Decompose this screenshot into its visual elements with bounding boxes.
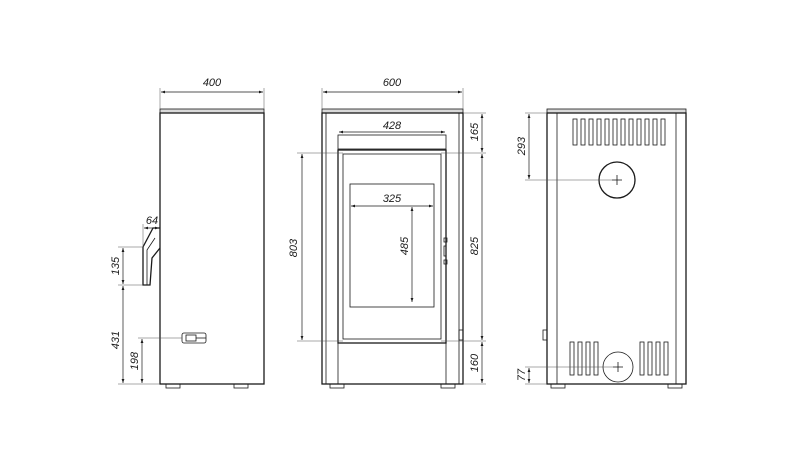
front-door — [337, 149, 447, 344]
front-latch — [443, 245, 447, 257]
side-foot-front — [165, 383, 181, 389]
vent-slot — [569, 341, 575, 376]
front-top-panel — [337, 134, 447, 150]
dim-connection-height: 431 — [110, 331, 122, 349]
vent-slot — [580, 118, 586, 146]
dim-rear-air-inlet: 77 — [516, 368, 528, 381]
dim-door-width: 428 — [383, 120, 402, 132]
vent-slot — [612, 118, 618, 146]
dim-handle-height: 135 — [110, 256, 122, 275]
vent-slot — [647, 341, 653, 376]
vent-slot — [604, 118, 610, 146]
vent-slot — [636, 118, 642, 146]
front-door-inner — [342, 153, 442, 340]
side-air-inlet-slot — [185, 334, 197, 342]
side-door-handle — [142, 227, 161, 286]
dim-glass-width: 325 — [383, 193, 402, 205]
front-hinge-lower — [443, 259, 448, 265]
front-glass — [349, 183, 435, 308]
dim-handle-depth: 64 — [146, 215, 158, 227]
side-door-handle-inner — [146, 237, 156, 285]
dim-side-air-inlet: 198 — [129, 351, 141, 370]
front-foot-right — [440, 383, 456, 389]
side-foot-rear — [233, 383, 249, 389]
dim-glass-height: 485 — [399, 236, 411, 255]
rear-foot-right — [667, 383, 683, 389]
side-body-outline — [159, 112, 265, 385]
dim-side-width: 400 — [203, 77, 222, 89]
vent-slot — [655, 341, 661, 376]
dim-body-height: 825 — [469, 236, 481, 255]
vent-slot — [572, 118, 578, 146]
rear-bottom-vents — [569, 341, 669, 376]
vent-slot — [639, 341, 645, 376]
vent-slot — [577, 341, 583, 376]
rear-side-tab — [542, 329, 548, 341]
dim-door-height: 803 — [288, 238, 300, 257]
vent-slot — [652, 118, 658, 146]
vent-slot — [644, 118, 650, 146]
rear-view: 293 77 — [516, 108, 687, 389]
dim-front-width: 600 — [383, 77, 402, 89]
front-hinge-upper — [443, 237, 448, 243]
side-view: 400 64 135 431 198 — [110, 77, 265, 389]
vent-slot — [585, 341, 591, 376]
dim-flue-height: 293 — [516, 136, 528, 156]
vent-slot — [628, 118, 634, 146]
vent-slot — [596, 118, 602, 146]
dim-bottom-offset: 160 — [469, 353, 481, 372]
front-side-tab — [458, 329, 464, 341]
vent-slot — [663, 341, 669, 376]
rear-top-vents — [572, 118, 666, 146]
front-frame-inner — [325, 112, 460, 385]
dim-top-offset: 165 — [469, 122, 481, 141]
rear-body-outline — [546, 112, 687, 385]
vent-slot — [620, 118, 626, 146]
vent-slot — [593, 341, 599, 376]
vent-slot — [588, 118, 594, 146]
front-view: 600 428 325 485 803 165 825 160 — [288, 77, 486, 389]
rear-foot-left — [550, 383, 566, 389]
front-foot-left — [329, 383, 345, 389]
vent-slot — [660, 118, 666, 146]
